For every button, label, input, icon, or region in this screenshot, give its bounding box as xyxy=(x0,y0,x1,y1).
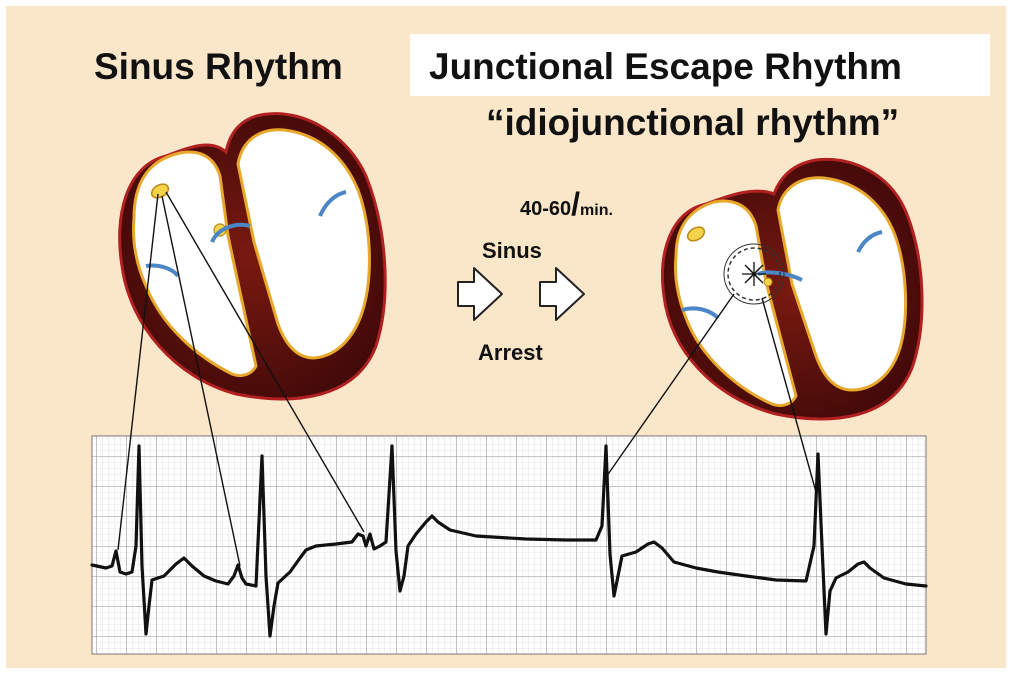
transition-label-sinus: Sinus xyxy=(482,238,542,264)
rate-unit: min. xyxy=(580,202,613,219)
slide: Sinus Rhythm Junctional Escape Rhythm “i… xyxy=(6,6,1006,668)
ecg-strip xyxy=(92,436,926,654)
right-arrow-icon xyxy=(458,268,502,320)
rate-label: 40-60/min. xyxy=(520,186,613,223)
title-sinus-rhythm: Sinus Rhythm xyxy=(94,46,343,88)
subtitle: “idiojunctional rhythm” xyxy=(486,102,899,144)
heart-junctional-escape xyxy=(663,159,922,418)
heart-sinus-rhythm xyxy=(120,114,385,399)
rate-value: 40-60 xyxy=(520,198,571,220)
rate-slash: / xyxy=(571,186,580,222)
right-arrow-icon xyxy=(540,268,584,320)
transition-label-arrest: Arrest xyxy=(478,340,543,366)
title-junctional-escape: Junctional Escape Rhythm xyxy=(429,46,902,88)
